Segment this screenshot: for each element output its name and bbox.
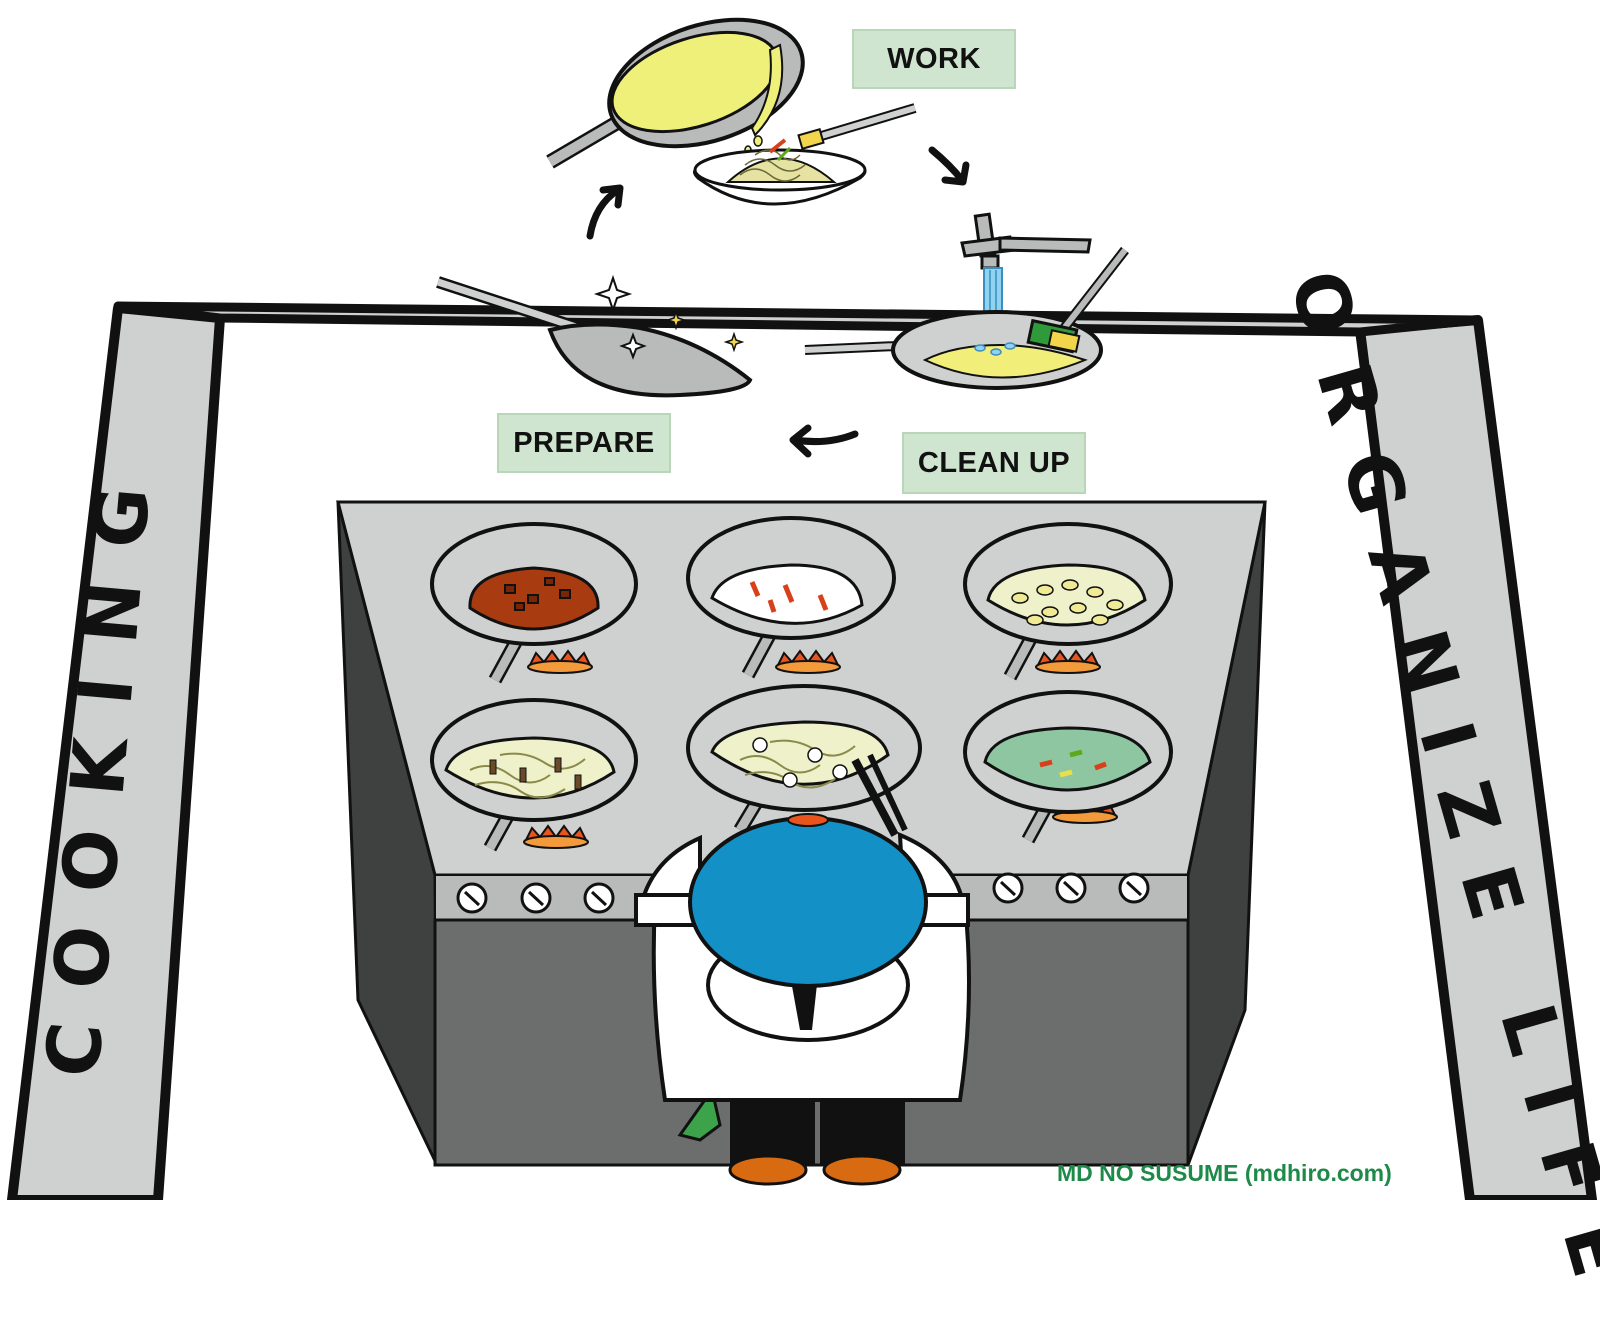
wok-curry	[430, 522, 638, 684]
cycle-arrow-icon	[586, 184, 624, 240]
label-clean-up: CLEAN UP	[902, 432, 1086, 494]
stove-knobs	[456, 872, 1150, 914]
label-work: WORK	[852, 29, 1016, 89]
frame-top-beam	[113, 301, 1483, 337]
cycle-arrow-icon	[789, 424, 859, 458]
cooking-illustration	[7, 17, 1597, 1200]
wok-icon	[436, 274, 753, 398]
stove-woks	[430, 516, 1173, 852]
wok-yellow-noodles	[430, 698, 638, 852]
cycle-arrow-icon	[928, 146, 970, 186]
wok-dumplings	[963, 522, 1173, 681]
stove-knob-icon	[456, 882, 488, 914]
frying-pan-icon	[546, 17, 805, 169]
chef-icon	[634, 753, 971, 1186]
credit-text: MD NO SUSUME (mdhiro.com)	[1057, 1160, 1392, 1186]
wok-green-curry	[963, 690, 1173, 844]
stove-knob-icon	[583, 882, 615, 914]
stove-knob-icon	[520, 882, 552, 914]
cycle-arrows	[586, 146, 970, 458]
wok-rice	[686, 516, 896, 679]
stove-knob-icon	[992, 872, 1024, 904]
noodle-plate-icon	[693, 103, 917, 206]
sponge-icon	[804, 246, 1129, 390]
stove-knob-icon	[1055, 872, 1087, 904]
label-prepare: PREPARE	[497, 413, 671, 473]
stove-knob-icon	[1118, 872, 1150, 904]
sparkle-icon	[593, 274, 647, 360]
frame	[7, 301, 1597, 1200]
